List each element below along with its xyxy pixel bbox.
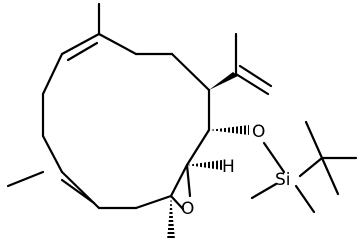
bond-c5-c6 [185, 128, 211, 167]
macrocycle-ring [41, 32, 211, 210]
isopropenyl-double-outer [234, 72, 270, 96]
tbutyl-methyl-up [304, 120, 324, 160]
bond-c3-c4 [170, 52, 211, 92]
tbutyl-methyl-down [320, 156, 340, 196]
bond-si-methyl-left [250, 182, 278, 200]
bond-c7-c8 [134, 194, 173, 210]
bond-c6-c7 [169, 163, 189, 198]
epoxide-bond-c7-o [169, 194, 185, 211]
double-bond-lower [60, 178, 96, 205]
epoxide-oxygen-label: O [181, 199, 194, 219]
epoxide-bond-c6-o [185, 163, 192, 198]
bond-c1-c2 [97, 32, 138, 56]
bond-si-methyl-down [294, 184, 316, 214]
hashed-bond-to-oxygen [209, 125, 249, 135]
bond-c13-c14 [60, 32, 101, 56]
bond-c12-c13 [41, 52, 64, 96]
bond-o-si [262, 141, 286, 174]
bond-c10-c11 [41, 134, 64, 174]
silicon-label: Si [275, 170, 291, 190]
hydrogen-label: H [222, 157, 235, 177]
hashed-bond-to-hydrogen [187, 160, 222, 170]
bond-si-c-tbutyl [298, 156, 324, 178]
methyl-left [6, 170, 45, 188]
isopropenyl-double-inner [238, 64, 273, 88]
isopropenyl-wedge [209, 72, 238, 90]
double-bond-upper [66, 41, 99, 62]
oxygen-label: O [252, 122, 265, 142]
hashed-methyl-down [167, 196, 175, 240]
